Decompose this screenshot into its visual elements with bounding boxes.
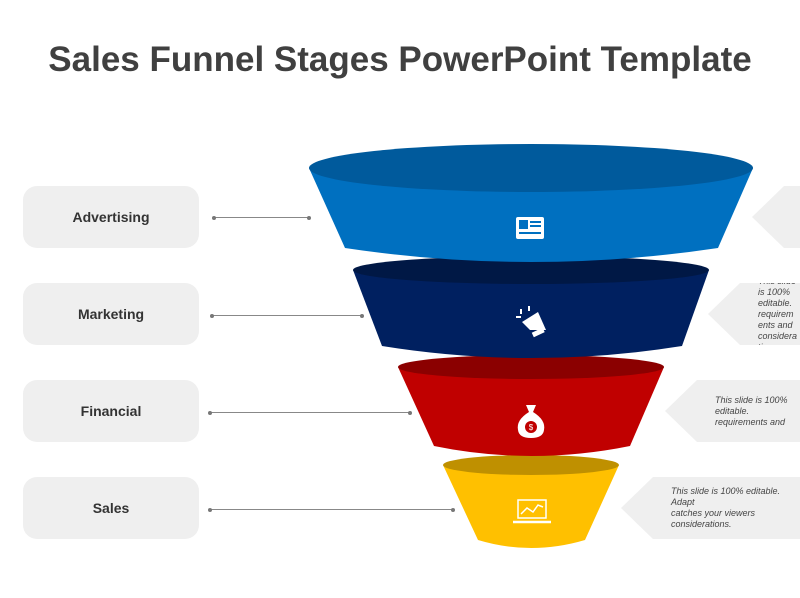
funnel-stage-marketing <box>353 256 709 358</box>
newspaper-icon <box>516 217 544 239</box>
description-line: catches your viewers considerations. <box>671 508 756 529</box>
connector-dot <box>451 507 455 512</box>
connector-line <box>212 315 362 316</box>
description-line: considerations. <box>758 330 798 352</box>
connector-dot <box>208 410 212 415</box>
connector-dot <box>307 215 311 220</box>
connector-dot <box>208 507 212 512</box>
funnel-stage-advertising <box>309 144 753 262</box>
stage-description-sales: This slide is 100% editable. Adapt catch… <box>621 477 800 539</box>
connector-line <box>210 509 453 510</box>
stage-label-marketing: Marketing <box>23 283 199 345</box>
laptop-chart-icon <box>513 499 551 524</box>
slide-title: Sales Funnel Stages PowerPoint Template <box>48 40 752 79</box>
connector-dot <box>408 410 412 415</box>
connector-line <box>214 217 309 218</box>
description-line: requirements and <box>715 416 786 427</box>
connector-dot <box>360 313 364 318</box>
description-line: requirements and <box>758 308 794 330</box>
funnel-stage-sales <box>443 455 619 548</box>
description-line: This slide is 100% editable. <box>715 394 788 416</box>
megaphone-icon <box>516 306 546 338</box>
connector-dot <box>212 215 216 220</box>
description-line: This slide is 100% editable. <box>758 275 797 308</box>
svg-text:$: $ <box>529 423 534 432</box>
stage-label-advertising: Advertising <box>23 186 199 248</box>
stage-label-financial: Financial <box>23 380 199 442</box>
connector-dot <box>210 313 214 318</box>
connector-line <box>210 412 410 413</box>
description-line: This slide is 100% editable. Adapt <box>671 486 781 507</box>
stage-label-sales: Sales <box>23 477 199 539</box>
money-bag-icon: $ <box>517 405 545 438</box>
stage-description-financial: This slide is 100% editable. requirement… <box>665 380 800 442</box>
